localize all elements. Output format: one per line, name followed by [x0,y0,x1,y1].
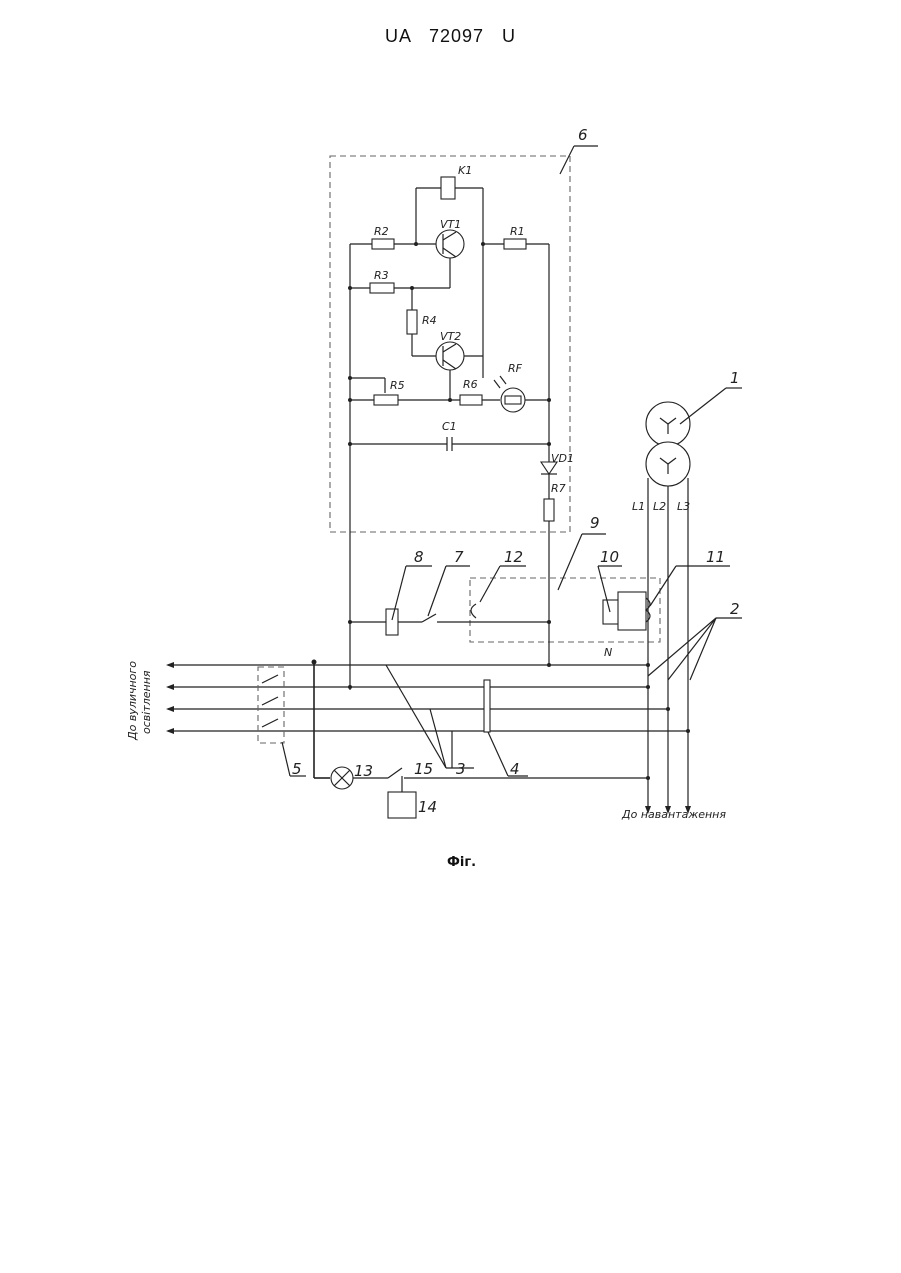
callout-4: 4 [510,760,520,778]
label-c1: C1 [442,420,457,433]
callout-9: 9 [590,514,600,532]
breaker-4 [484,680,490,732]
resistor-r4 [407,310,417,334]
callout-12: 12 [504,548,523,566]
relay-8 [386,609,398,635]
label-r4: R4 [422,314,437,327]
label-r6: R6 [463,378,478,391]
label-r2: R2 [374,225,389,238]
callout-15: 15 [414,760,433,778]
callout-3: 3 [456,760,466,778]
callout-8: 8 [414,548,424,566]
label-r1: R1 [510,225,525,238]
relay-coil-k1 [441,177,455,199]
label-l2: L2 [653,500,666,513]
callout-14: 14 [418,798,437,816]
resistor-r6 [460,395,482,405]
callout-7: 7 [454,548,464,566]
box-14 [388,792,416,818]
label-l3: L3 [677,500,690,513]
label-r5: R5 [390,379,405,392]
callout-5: 5 [292,760,302,778]
label-n: N [604,646,612,659]
transistor-vt2 [436,342,464,370]
callout-2: 2 [730,600,740,618]
label-k1: K1 [458,164,472,177]
label-vt2: VT2 [440,330,461,343]
caption-to-load: До навантаження [621,808,726,821]
resistor-r3 [370,283,394,293]
label-vt1: VT1 [440,218,461,231]
label-r3: R3 [374,269,389,282]
caption-street-lighting-1: До вуличного [126,661,139,741]
label-rf: RF [508,362,523,375]
resistor-r1 [504,239,526,249]
resistor-r5 [374,395,398,405]
callout-6: 6 [578,126,588,144]
figure-caption: Фіг. [447,855,476,870]
label-l1: L1 [632,500,645,513]
resistor-r2 [372,239,394,249]
caption-street-lighting-2: освітлення [140,670,153,734]
transistor-vt1 [436,230,464,258]
label-vd1: VD1 [551,452,574,465]
label-r7: R7 [551,482,566,495]
callout-1: 1 [730,369,740,387]
callout-13: 13 [354,762,373,780]
callout-11: 11 [706,548,725,566]
resistor-r7 [544,499,554,521]
callout-10: 10 [600,548,619,566]
